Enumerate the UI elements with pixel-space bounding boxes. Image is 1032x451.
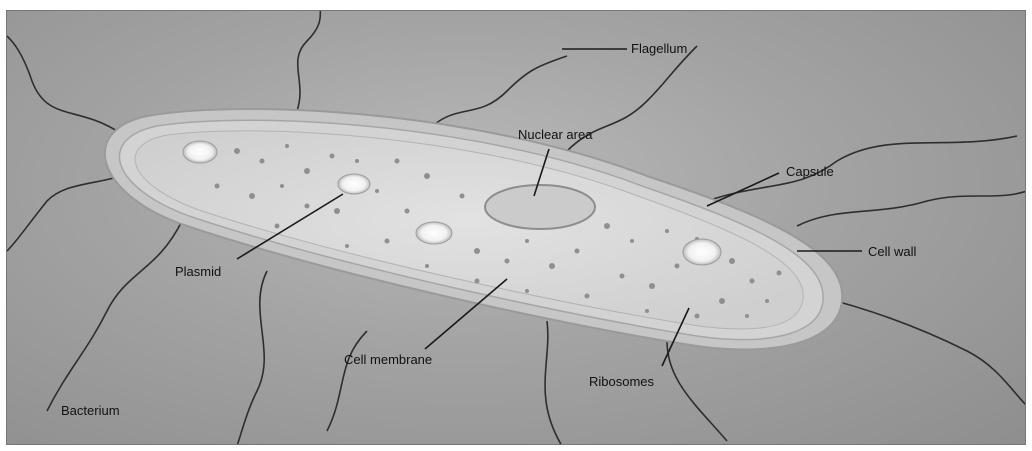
plasmid-1 [183, 141, 217, 163]
bacterium-diagram [7, 11, 1026, 445]
plasmid-3 [416, 222, 452, 244]
label-cell-membrane: Cell membrane [344, 353, 432, 366]
flagellum-8 [797, 191, 1026, 226]
flagellum-10 [667, 341, 727, 441]
leader-capsule [707, 173, 779, 206]
flagellum-7 [707, 136, 1017, 201]
flagellum-12 [237, 271, 267, 445]
flagellum-11 [545, 321, 562, 445]
label-nuclear-area: Nuclear area [518, 128, 592, 141]
flagellum-1 [7, 36, 117, 131]
nuclear-area [485, 185, 595, 229]
flagellum-5 [427, 56, 567, 131]
label-capsule: Capsule [786, 165, 834, 178]
label-bacterium: Bacterium [61, 404, 120, 417]
label-plasmid: Plasmid [175, 265, 221, 278]
flagellum-3 [47, 221, 182, 411]
label-cell-wall: Cell wall [868, 245, 916, 258]
label-ribosomes: Ribosomes [589, 375, 654, 388]
plasmid-2 [338, 174, 370, 194]
diagram-frame: Flagellum Nuclear area Capsule Cell wall… [6, 10, 1026, 445]
flagellum-4 [297, 11, 322, 111]
flagellum-9 [817, 296, 1026, 406]
label-flagellum: Flagellum [631, 42, 687, 55]
flagellum-13 [327, 331, 367, 431]
plasmid-4 [683, 239, 721, 265]
